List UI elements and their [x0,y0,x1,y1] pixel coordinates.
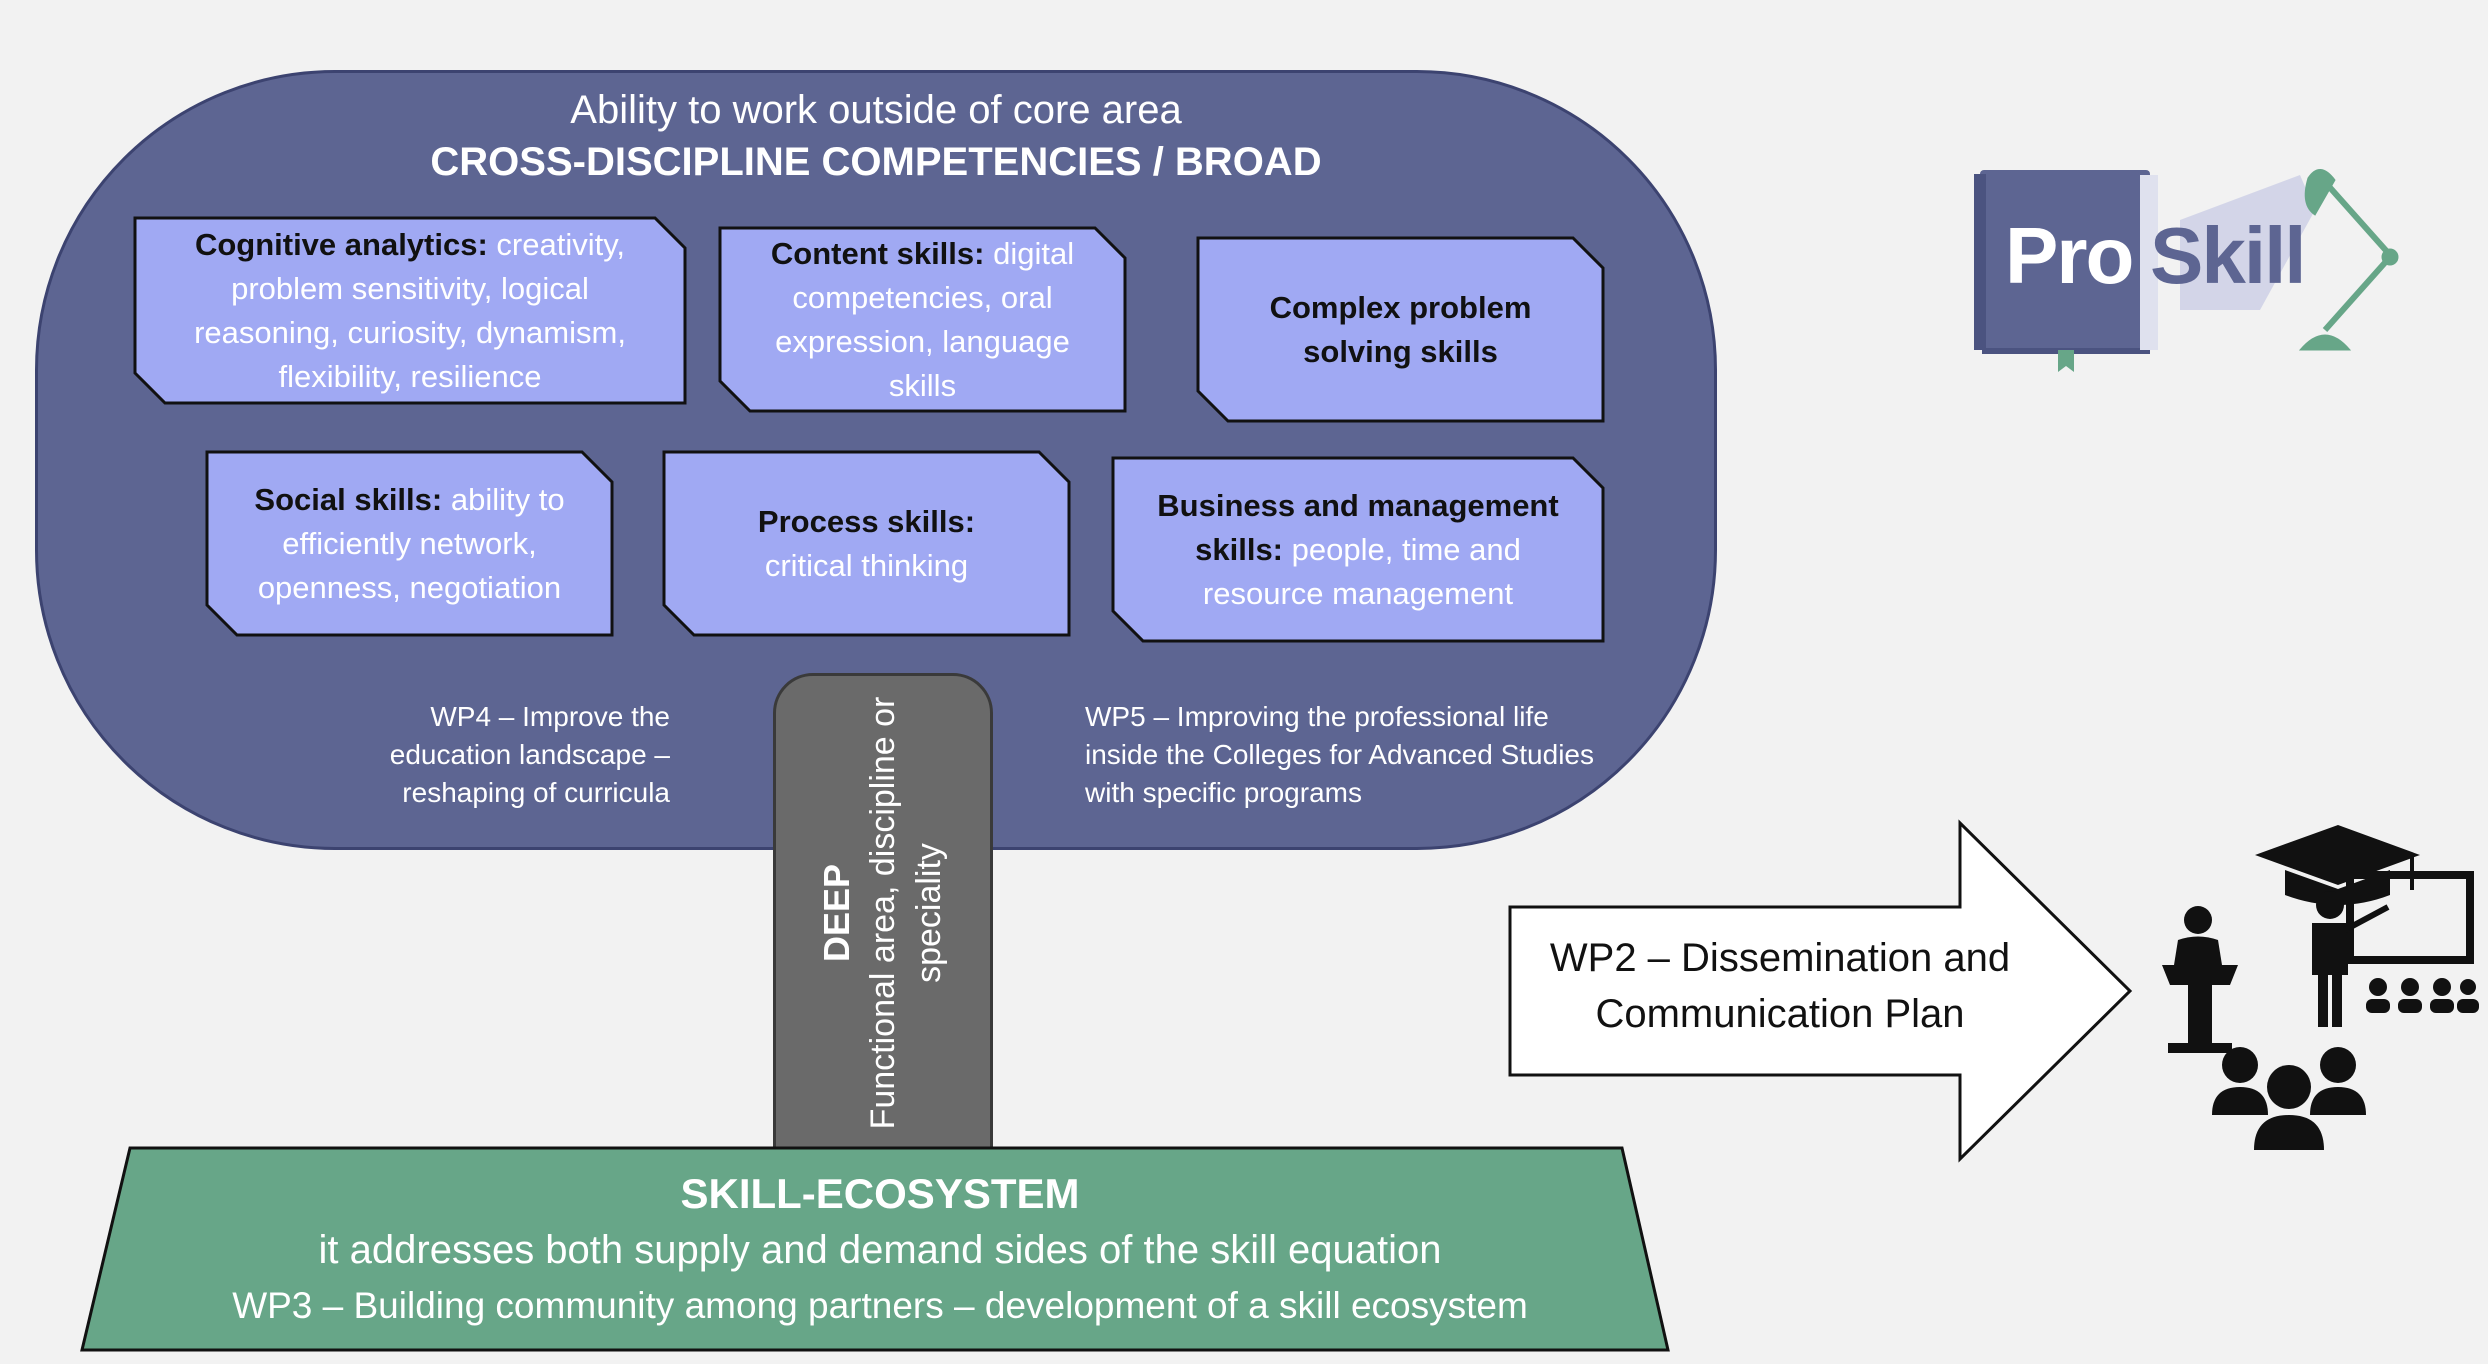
skill-label: Business and management skills: [1157,487,1559,567]
deep-description: Functional area, discipline or specialit… [864,696,948,1130]
wp5-note: WP5 – Improving the professional life in… [1085,701,1594,808]
wp4-note: WP4 – Improve the education landscape – … [389,701,670,808]
skill-box-shape [133,216,687,405]
skill-box-shape [1111,456,1605,643]
skill-detail: critical thinking [764,547,969,583]
dissemination-arrow [1508,819,2133,1163]
skill-label: Process skills: [757,503,976,539]
skill-label: Content skills: [770,235,985,271]
skill-box-business-management: Business and management skills: people, … [1111,456,1605,643]
logo-text-pro: Pro [2005,211,2134,300]
cloud-title: CROSS-DISCIPLINE COMPETENCIES / BROAD [430,140,1322,184]
deep-trunk [773,673,993,1153]
skill-detail: ability to efficiently network, openness… [257,481,565,605]
skill-label: Complex problem solving skills [1269,289,1532,369]
skill-box-shape [205,450,614,637]
logo-text-skill: Skill [2150,211,2307,300]
education-people-icon [2162,825,2479,1150]
cloud-subtitle: Ability to work outside of core area [570,88,1182,132]
wp2-label: WP2 – Dissemination and Communication Pl… [1549,936,2011,1036]
skill-box-process-skills: Process skills: critical thinking [662,450,1071,637]
skill-ecosystem-base [80,1146,1670,1352]
base-title: SKILL-ECOSYSTEM [680,1170,1080,1217]
skill-box-shape [1196,236,1605,423]
base-line-1: it addresses both supply and demand side… [318,1228,1442,1272]
skill-box-content-skills: Content skills: digital competencies, or… [718,226,1127,413]
skill-detail: creativity, problem sensitivity, logical… [194,226,626,394]
skill-box-social-skills: Social skills: ability to efficiently ne… [205,450,614,637]
skill-box-complex-problem-solving: Complex problem solving skills [1196,236,1605,423]
skill-box-shape [718,226,1127,413]
skill-box-shape [662,450,1071,637]
deep-label: DEEP [816,863,857,963]
skill-detail: people, time and resource management [1202,531,1521,611]
base-line-2: WP3 – Building community among partners … [232,1285,1528,1326]
skill-label: Cognitive analytics: [194,226,488,262]
skill-detail: digital competencies, oral expression, l… [775,235,1075,403]
skill-label: Social skills: [254,481,443,517]
proskill-logo [1974,169,2399,372]
skill-box-cognitive-analytics: Cognitive analytics: creativity, problem… [133,216,687,405]
